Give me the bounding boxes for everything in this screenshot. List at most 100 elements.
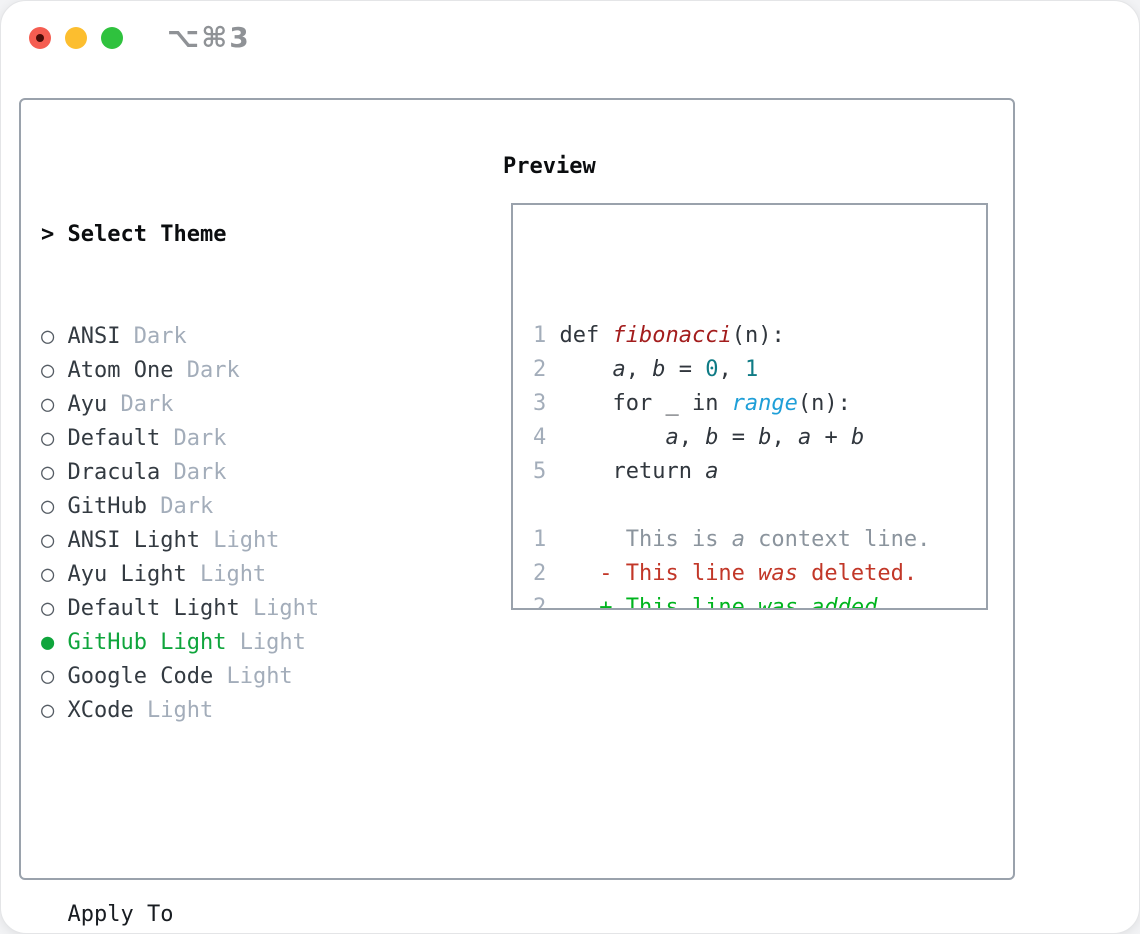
theme-name: Default	[67, 426, 174, 451]
radio-icon: ○	[41, 494, 68, 519]
theme-option-github-light[interactable]: ● GitHub Light Light	[41, 626, 412, 660]
diff-added-line: 2 + This line was added.	[533, 591, 986, 610]
code-token: context line.	[744, 527, 931, 552]
radio-icon: ○	[41, 324, 68, 349]
code-token: deleted.	[797, 561, 918, 586]
theme-option-atom-one[interactable]: ○ Atom One Dark	[41, 354, 412, 388]
code-token: was	[758, 595, 798, 610]
theme-option-google-code[interactable]: ○ Google Code Light	[41, 660, 412, 694]
code-token: (n):	[731, 323, 785, 348]
radio-icon: ○	[41, 596, 68, 621]
theme-variant-tag: Light	[213, 528, 280, 553]
line-number: 2	[533, 357, 547, 382]
line-number: 4	[533, 425, 547, 450]
minimize-button[interactable]	[65, 27, 87, 49]
theme-variant-tag: Light	[146, 698, 214, 723]
code-token: def	[546, 323, 613, 348]
code-token: 0	[705, 357, 719, 382]
code-token: ,	[625, 357, 653, 382]
code-token: a	[612, 357, 626, 382]
theme-name: XCode	[67, 698, 147, 723]
theme-option-default[interactable]: ○ Default Dark	[41, 422, 412, 456]
code-token: (n):	[797, 391, 851, 416]
radio-icon: ●	[41, 630, 68, 655]
code-token	[798, 595, 811, 608]
diff-deleted-line: 2 - This line was deleted.	[533, 557, 986, 591]
theme-option-ayu-light[interactable]: ○ Ayu Light Light	[41, 558, 412, 592]
theme-name: GitHub	[67, 494, 161, 519]
code-token: a	[705, 459, 719, 484]
code-token: ,	[678, 425, 706, 450]
code-token: + This line	[546, 595, 759, 610]
code-token: a	[797, 425, 812, 450]
line-number: 1	[533, 527, 547, 552]
code-token: added.	[811, 595, 891, 610]
radio-icon: ○	[41, 562, 68, 587]
theme-name: Ayu Light	[67, 562, 200, 587]
radio-icon: ○	[41, 392, 68, 417]
code-token: ,	[718, 357, 745, 382]
theme-option-ansi-light[interactable]: ○ ANSI Light Light	[41, 524, 412, 558]
theme-name: Dracula	[67, 460, 174, 485]
code-token: This is	[546, 527, 732, 552]
theme-option-ayu[interactable]: ○ Ayu Dark	[41, 388, 412, 422]
title-bar: ⌥⌘3	[1, 1, 1139, 75]
apply-to-label: Apply To	[67, 902, 174, 927]
line-number: 5	[533, 459, 547, 484]
code-line: 4 a, b = b, a + b	[533, 421, 986, 455]
theme-option-github[interactable]: ○ GitHub Dark	[41, 490, 412, 524]
code-token: =	[718, 425, 759, 450]
radio-icon: ○	[41, 426, 68, 451]
theme-name: Google Code	[67, 664, 227, 689]
theme-selector-panel: > Select Theme ○ ANSI Dark○ Atom One Dar…	[19, 98, 1015, 927]
code-line: 3 for _ in range(n):	[533, 387, 986, 421]
theme-list: > Select Theme ○ ANSI Dark○ Atom One Dar…	[41, 150, 412, 933]
radio-icon: ○	[41, 528, 68, 553]
prompt-caret: >	[41, 222, 68, 247]
diff-context-line: 1 This is a context line.	[533, 523, 986, 557]
theme-variant-tag: Dark	[186, 358, 240, 383]
theme-option-dracula[interactable]: ○ Dracula Dark	[41, 456, 412, 490]
theme-name: Atom One	[67, 358, 187, 383]
theme-variant-tag: Light	[252, 596, 320, 621]
apply-to-header: Apply To	[41, 898, 412, 932]
theme-variant-tag: Light	[226, 664, 293, 689]
radio-icon: ○	[41, 460, 68, 485]
theme-name: GitHub Light	[67, 630, 240, 655]
theme-option-default-light[interactable]: ○ Default Light Light	[41, 592, 412, 626]
line-number: 3	[533, 391, 547, 416]
code-token: range	[731, 391, 798, 416]
window-title: ⌥⌘3	[167, 21, 251, 54]
code-token: b	[850, 425, 865, 450]
theme-name: Default Light	[67, 596, 253, 621]
line-number: 2	[533, 561, 547, 586]
code-token: was	[758, 561, 798, 586]
code-token: for _ in	[546, 391, 732, 416]
code-token	[546, 425, 665, 450]
code-line: 2 a, b = 0, 1	[533, 353, 986, 387]
code-token: +	[811, 425, 851, 450]
close-dot-icon	[36, 34, 44, 42]
theme-name: ANSI Light	[67, 528, 214, 553]
radio-icon: ○	[41, 698, 68, 723]
zoom-button[interactable]	[101, 27, 123, 49]
code-token: b	[758, 425, 772, 450]
theme-variant-tag: Dark	[173, 460, 227, 485]
line-number: 1	[533, 323, 547, 348]
code-token: =	[665, 357, 706, 382]
code-token: b	[705, 425, 719, 450]
close-button[interactable]	[29, 27, 51, 49]
select-theme-label: Select Theme	[67, 222, 227, 247]
theme-variant-tag: Dark	[173, 426, 227, 451]
code-token: a	[665, 425, 679, 450]
theme-variant-tag: Light	[239, 630, 306, 655]
theme-option-ansi[interactable]: ○ ANSI Dark	[41, 320, 412, 354]
code-token: fibonacci	[612, 323, 732, 348]
code-token: 1	[744, 357, 759, 382]
code-token: - This line	[546, 561, 759, 586]
theme-option-xcode[interactable]: ○ XCode Light	[41, 694, 412, 728]
code-token: a	[731, 527, 745, 552]
theme-variant-tag: Dark	[133, 324, 187, 349]
code-line: 5 return a	[533, 455, 986, 489]
